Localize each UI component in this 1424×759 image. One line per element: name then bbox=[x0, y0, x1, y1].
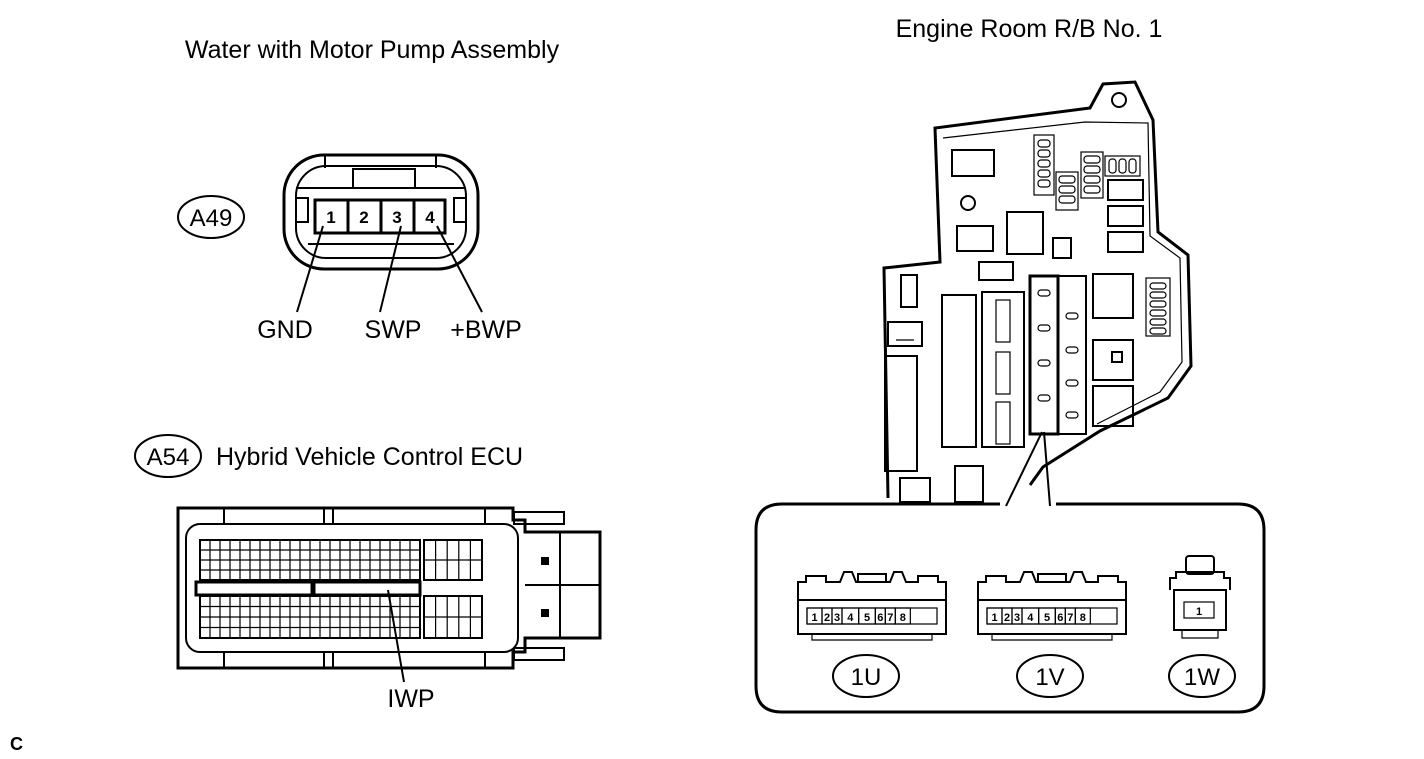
wire-label-gnd: GND bbox=[257, 316, 313, 344]
pump-title: Water with Motor Pump Assembly bbox=[185, 36, 560, 64]
pump-connector: 1 2 3 4 bbox=[282, 153, 480, 271]
connector-1v-code: 1V bbox=[1035, 664, 1064, 691]
pin-label: 2 bbox=[1004, 612, 1010, 624]
ecu-title: Hybrid Vehicle Control ECU bbox=[216, 443, 523, 471]
connector-1u-badge: 1U bbox=[832, 654, 900, 698]
ecu-connector-code: A54 bbox=[147, 444, 190, 471]
pin-label: 4 bbox=[847, 612, 854, 624]
connector-1u-code: 1U bbox=[851, 664, 882, 691]
ecu-connector bbox=[176, 506, 602, 683]
pin-label: 2 bbox=[824, 612, 830, 624]
pump-connector-code: A49 bbox=[190, 205, 233, 232]
pump-pin-2: 2 bbox=[359, 208, 368, 227]
pin-label: 8 bbox=[1080, 612, 1086, 624]
connector-1w-pin-1: 1 bbox=[1196, 606, 1202, 618]
pump-pin-1: 1 bbox=[326, 208, 335, 227]
pin-cell bbox=[1074, 607, 1091, 625]
pin-label: 4 bbox=[1027, 612, 1034, 624]
pump-leader-lines bbox=[296, 225, 483, 313]
pin-label: 1 bbox=[991, 612, 997, 624]
pin-label: 6 bbox=[1057, 612, 1063, 624]
pin-label: 3 bbox=[1014, 612, 1020, 624]
pin-label: 5 bbox=[1044, 612, 1050, 624]
wire-label-bwp: +BWP bbox=[450, 316, 522, 344]
pump-pin-3: 3 bbox=[392, 208, 401, 227]
footer-code: C bbox=[10, 734, 23, 754]
relay-block-title: Engine Room R/B No. 1 bbox=[896, 15, 1163, 43]
pump-pin-4: 4 bbox=[425, 208, 435, 227]
connector-1w-badge: 1W bbox=[1168, 654, 1236, 698]
pin-label: 3 bbox=[834, 612, 840, 624]
wire-label-swp: SWP bbox=[365, 316, 422, 344]
pin-label: 6 bbox=[877, 612, 883, 624]
connector-1v-badge: 1V bbox=[1016, 654, 1084, 698]
relay-block-housing bbox=[882, 80, 1193, 503]
relay-block-callout bbox=[1005, 431, 1051, 507]
pin-cell bbox=[894, 607, 911, 625]
connector-detail-panel bbox=[754, 502, 1266, 714]
pin-label: 1 bbox=[811, 612, 817, 624]
pin-label: 5 bbox=[864, 612, 870, 624]
ecu-connector-badge: A54 bbox=[134, 434, 202, 478]
connector-1w-code: 1W bbox=[1184, 664, 1220, 691]
pin-label: 8 bbox=[900, 612, 906, 624]
pin-label: 7 bbox=[1067, 612, 1073, 624]
pin-label: 7 bbox=[887, 612, 893, 624]
pump-connector-badge: A49 bbox=[177, 195, 245, 239]
connector-1w: 1 bbox=[1169, 555, 1231, 639]
wire-label-iwp: IWP bbox=[387, 685, 434, 713]
